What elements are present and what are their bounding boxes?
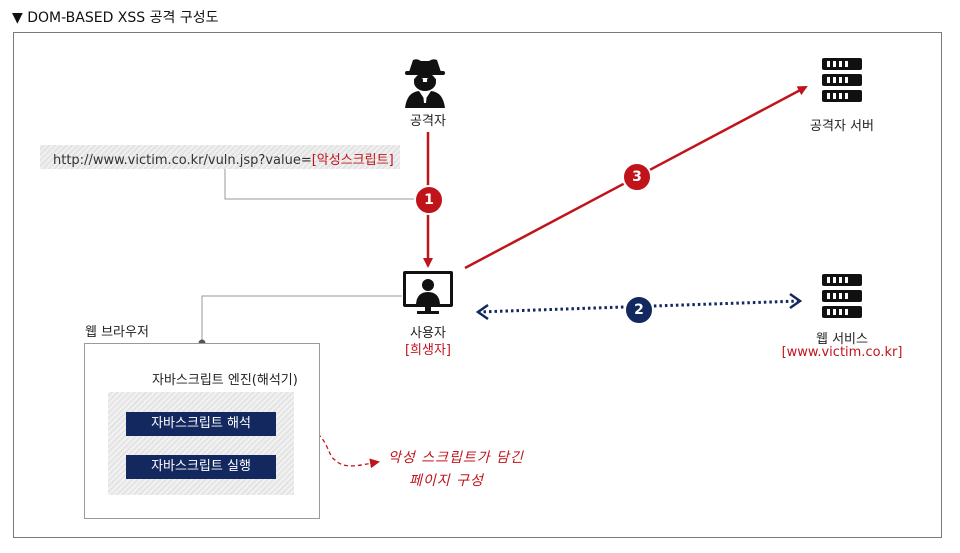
web-service-domain: [www.victim.co.kr] [781,345,903,360]
diagram-title: ▼ DOM-BASED XSS 공격 구성도 [12,10,219,26]
url-prefix: http://www.victim.co.kr/vuln.jsp?value= [53,153,312,168]
url-box [40,145,400,169]
web-service-label: 웹 서비스 [816,332,868,347]
js-execute-box: 자바스크립트 실행 [126,455,276,479]
attacker-label: 공격자 [410,114,446,129]
spy-icon [405,59,445,108]
engine-area [108,392,294,495]
url-payload: [악성스크립트] [311,153,394,168]
server-icon [822,274,862,318]
malicious-url: http://www.victim.co.kr/vuln.jsp?value=[… [53,149,394,168]
step-badge-1: 1 [414,185,444,215]
user-label: 사용자 [410,326,446,341]
engine-title: 자바스크립트 엔진(해석기) [152,373,298,388]
victim-label: [희생자] [404,343,452,358]
url-connector [224,169,414,200]
note-line-1: 악성 스크립트가 담긴 [388,450,524,466]
server-icon [822,58,862,102]
browser-connector [201,295,402,343]
note-line-2: 페이지 구성 [409,473,484,489]
step-badge-3: 3 [622,162,652,192]
browser-title: 웹 브라우저 [85,325,149,340]
step-badge-2: 2 [624,295,654,325]
monitor-user-icon [403,271,453,314]
attacker-server-label: 공격자 서버 [810,119,874,134]
diagram-frame [13,32,942,538]
js-interpret-box: 자바스크립트 해석 [126,412,276,436]
